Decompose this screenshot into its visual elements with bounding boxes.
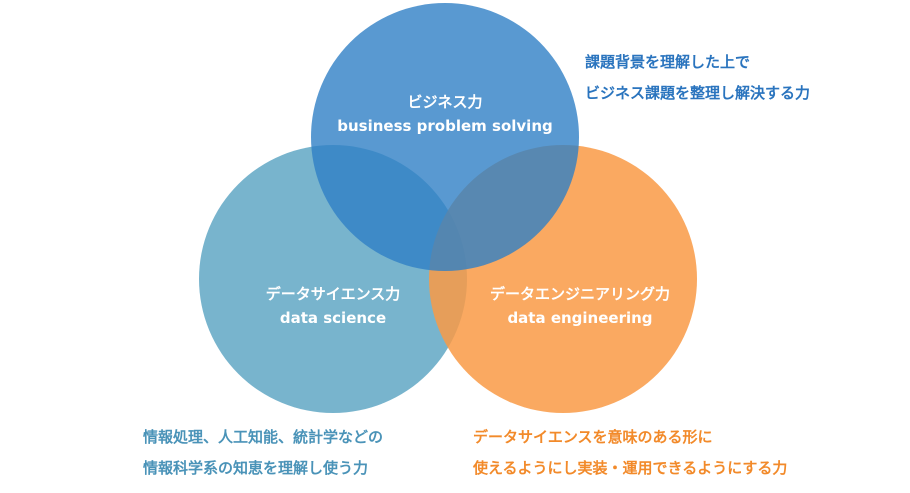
data-engineering-description-line: 使えるようにし実装・運用できるようにする力 — [473, 459, 788, 477]
business-description-line: 課題背景を理解した上で — [585, 53, 751, 71]
business-description-line: ビジネス課題を整理し解決する力 — [585, 84, 811, 102]
data-engineering-label-ja: データエンジニアリング力 — [489, 285, 671, 303]
data-science-label: データサイエンス力 data science — [266, 282, 401, 330]
data-science-description-line: 情報処理、人工知能、統計学などの — [143, 428, 384, 446]
data-science-description: 情報処理、人工知能、統計学などの 情報科学系の知恵を理解し使う力 — [143, 422, 383, 484]
data-science-description-line: 情報科学系の知恵を理解し使う力 — [143, 459, 369, 477]
data-engineering-description-line: データサイエンスを意味のある形に — [473, 428, 713, 446]
business-label-en: business problem solving — [337, 117, 553, 135]
data-science-label-en: data science — [279, 309, 387, 327]
data-engineering-description: データサイエンスを意味のある形に 使えるようにし実装・運用できるようにする力 — [473, 422, 787, 484]
business-label: ビジネス力 business problem solving — [337, 90, 552, 138]
data-engineering-label: データエンジニアリング力 data engineering — [490, 282, 670, 330]
data-science-label-ja: データサイエンス力 — [265, 285, 401, 303]
business-circle — [311, 3, 579, 271]
data-engineering-label-en: data engineering — [507, 309, 653, 327]
business-description: 課題背景を理解した上で ビジネス課題を整理し解決する力 — [585, 47, 810, 109]
business-label-ja: ビジネス力 — [407, 93, 483, 111]
